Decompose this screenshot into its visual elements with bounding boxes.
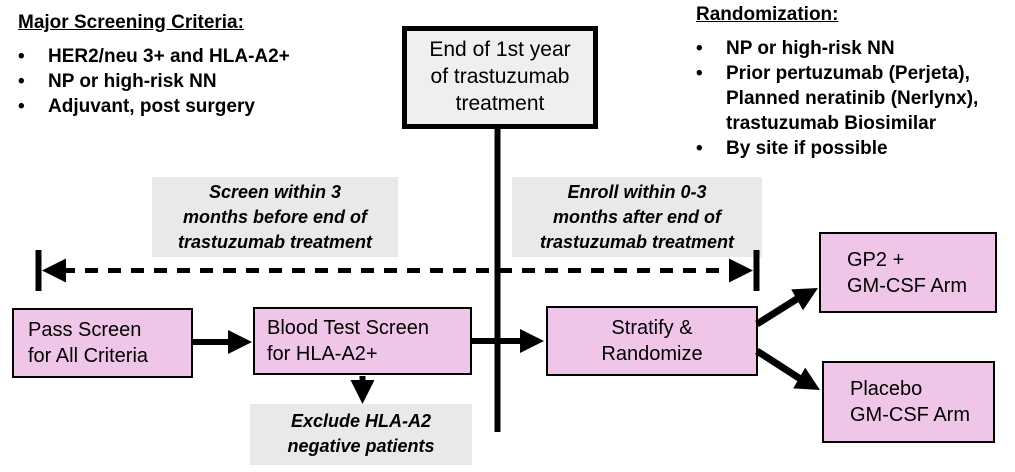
text-line: NP or high-risk NN — [48, 71, 217, 92]
bullet-icon: • — [18, 71, 25, 92]
randomization-title: Randomization: — [696, 4, 839, 25]
text-line: Pass Screen — [28, 319, 142, 341]
bullet-icon: • — [18, 96, 25, 117]
text-line: trastuzumab treatment — [177, 232, 373, 252]
text-line: NP or high-risk NN — [726, 38, 895, 59]
text-line: GM-CSF Arm — [850, 404, 970, 426]
text-line: months after end of — [552, 207, 721, 227]
blood-test-screen-box: Blood Test Screen for HLA-A2+ — [253, 307, 472, 375]
text-line: Randomize — [601, 343, 703, 365]
text-line: trastuzumab treatment — [539, 232, 735, 252]
text-line: By site if possible — [726, 138, 888, 159]
stratify-randomize-box: Stratify & Randomize — [546, 306, 758, 376]
screening-bullet-2: • NP or high-risk NN — [18, 69, 353, 94]
text-line: Blood Test Screen — [267, 317, 429, 339]
randomization-criteria-block: Randomization: • NP or high-risk NN • Pr… — [696, 4, 1014, 161]
text-line: Enroll within 0-3 — [567, 182, 707, 202]
text-line: Placebo — [850, 378, 923, 400]
text-line: trastuzumab Biosimilar — [726, 113, 937, 134]
text-line: for HLA-A2+ — [267, 343, 378, 365]
text-line: Adjuvant, post surgery — [48, 96, 255, 117]
text-line: Prior pertuzumab (Perjeta), — [726, 63, 970, 84]
arrow-stratify-to-placebo-head — [793, 367, 820, 390]
text-line: for All Criteria — [28, 345, 149, 367]
window-arrowhead-right — [729, 258, 753, 283]
text-line: of trastuzumab — [430, 65, 570, 88]
milestone-box-end-of-trastuzumab: End of 1st year of trastuzumab treatment — [402, 26, 598, 129]
bullet-icon: • — [696, 38, 703, 59]
arrow-pass-to-blood-head — [228, 330, 252, 354]
arrow-blood-to-exclude-head — [350, 380, 375, 404]
screening-bullet-1: • HER2/neu 3+ and HLA-A2+ — [18, 44, 353, 69]
randomization-bullet-2: • Prior pertuzumab (Perjeta), Planned ne… — [696, 61, 1014, 136]
text-line: treatment — [455, 92, 545, 115]
text-line: Stratify & — [611, 317, 693, 339]
arrow-stratify-to-gp2-line — [755, 294, 802, 327]
text-line: End of 1st year — [429, 38, 571, 61]
text-line: Screen within 3 — [208, 182, 342, 202]
exclude-hla-a2-negative-note: Exclude HLA-A2 negative patients — [250, 404, 472, 465]
pass-screen-box: Pass Screen for All Criteria — [12, 308, 193, 378]
arrow-blood-to-stratify-head — [520, 329, 544, 353]
bullet-icon: • — [696, 138, 703, 159]
bullet-icon: • — [18, 46, 25, 67]
enroll-window-note: Enroll within 0-3 months after end of tr… — [512, 177, 762, 257]
screening-title: Major Screening Criteria: — [18, 12, 244, 33]
major-screening-criteria-block: Major Screening Criteria: • HER2/neu 3+ … — [18, 12, 353, 119]
screen-window-note: Screen within 3 months before end of tra… — [152, 177, 398, 257]
text-line: months before end of — [183, 207, 367, 227]
randomization-bullet-1: • NP or high-risk NN — [696, 36, 1014, 61]
window-arrowhead-left — [42, 258, 66, 283]
text-line: negative patients — [287, 436, 435, 456]
bullet-icon: • — [696, 63, 703, 84]
text-line: Planned neratinib (Nerlynx), — [726, 88, 979, 109]
text-line: GP2 + — [847, 248, 905, 271]
text-line: Exclude HLA-A2 — [290, 411, 432, 431]
text-line: HER2/neu 3+ and HLA-A2+ — [48, 46, 290, 67]
arrow-stratify-to-placebo-line — [755, 348, 804, 383]
gp2-gmcsf-arm-box: GP2 + GM-CSF Arm — [819, 232, 997, 313]
randomization-bullet-3: • By site if possible — [696, 136, 1014, 161]
placebo-gmcsf-arm-box: Placebo GM-CSF Arm — [822, 361, 995, 443]
text-line: GM-CSF Arm — [847, 274, 967, 297]
arrow-stratify-to-gp2-head — [791, 288, 818, 311]
screening-bullet-3: • Adjuvant, post surgery — [18, 94, 353, 119]
